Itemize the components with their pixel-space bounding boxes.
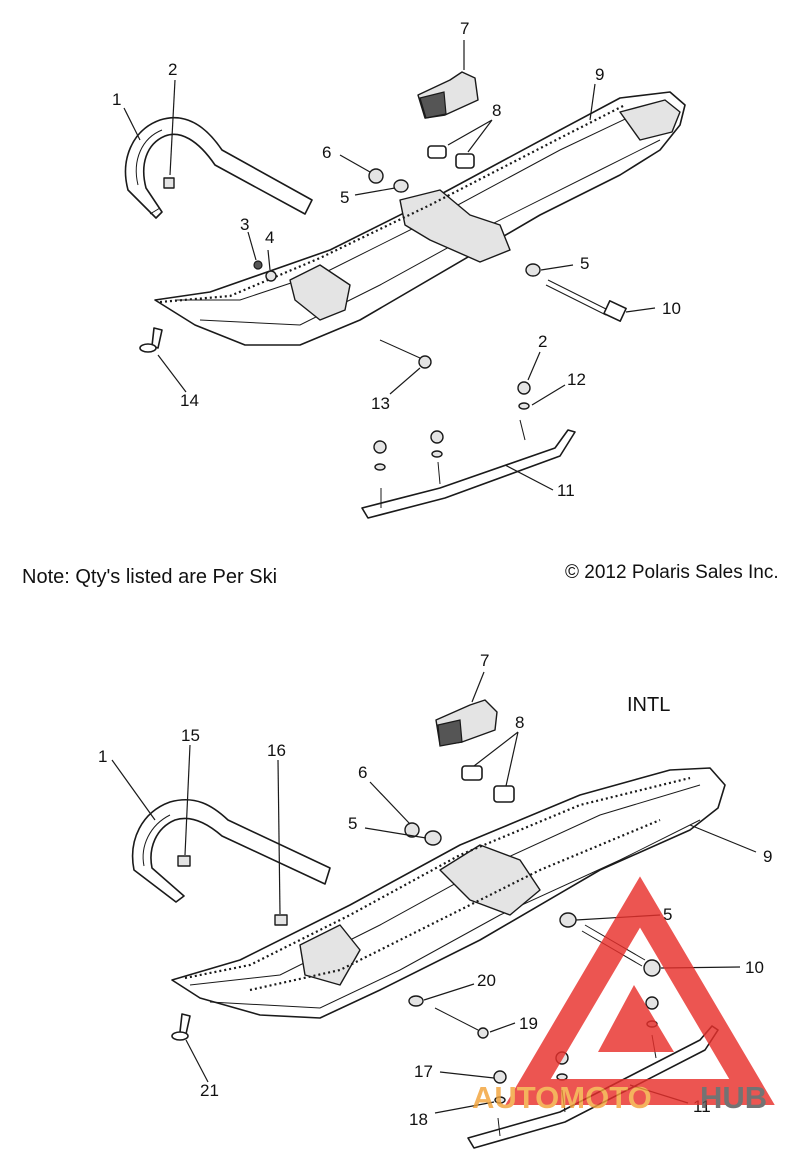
nut-part16-bottom [274, 914, 288, 926]
nut-part2-top [163, 177, 175, 189]
bolt-part19-bottom [434, 1007, 489, 1039]
callout-7-bottom: 7 [480, 651, 489, 670]
watermark-triangle-logo [505, 876, 775, 1105]
callout-10-top: 10 [662, 299, 681, 318]
ski-handle-bottom [131, 798, 331, 903]
callout-10-bottom: 10 [745, 958, 764, 977]
callout-5b-bottom: 5 [663, 905, 672, 924]
callout-5a-bottom: 5 [348, 814, 357, 833]
nut-part6-top [368, 168, 384, 184]
callout-2-top: 2 [168, 60, 177, 79]
nut-part3-top [253, 260, 263, 270]
wear-bar-hardware-top [373, 381, 531, 471]
callout-18-bottom: 18 [409, 1110, 428, 1129]
callout-5b-top: 5 [580, 254, 589, 273]
callout-4-top: 4 [265, 228, 274, 247]
callout-13-top: 13 [371, 394, 390, 413]
quantity-note: Note: Qty's listed are Per Ski [22, 566, 278, 588]
callout-3-top: 3 [240, 215, 249, 234]
callout-1-bottom: 1 [98, 747, 107, 766]
washer-part5b-bottom [559, 912, 577, 928]
callout-12-top: 12 [567, 370, 586, 389]
rivet-part14-top [139, 327, 163, 353]
callout-15-bottom: 15 [181, 726, 200, 745]
region-label-intl: INTL [627, 694, 671, 716]
washer-part5a-bottom [424, 830, 442, 846]
callout-20-bottom: 20 [477, 971, 496, 990]
bolt-part10-top [545, 279, 627, 322]
bottom-exploded-view: 7 15 8 1 16 6 5 9 5 10 20 19 21 17 18 11 [98, 651, 772, 1149]
nut-part15-bottom [177, 855, 191, 867]
callout-8-top: 8 [492, 101, 501, 120]
ski-body-bottom [171, 767, 726, 1019]
callout-14-top: 14 [180, 391, 199, 410]
watermark-hub-text: HUB [700, 1080, 767, 1115]
callout-9-bottom: 9 [763, 847, 772, 866]
spindle-cap-top [417, 71, 479, 119]
washer-part4-top [265, 270, 277, 282]
ski-body-top [154, 91, 686, 346]
callout-6-top: 6 [322, 143, 331, 162]
automotohub-watermark: AUTOMOTO HUB [472, 876, 775, 1115]
callout-9-top: 9 [595, 65, 604, 84]
copyright-notice: © 2012 Polaris Sales Inc. [565, 562, 779, 583]
callout-1-top: 1 [112, 90, 121, 109]
callout-16-bottom: 16 [267, 741, 286, 760]
callout-17-bottom: 17 [414, 1062, 433, 1081]
nut-part6-bottom [404, 822, 420, 838]
washer-part5b-top [525, 263, 541, 277]
callout-6-bottom: 6 [358, 763, 367, 782]
callout-2b-top: 2 [538, 332, 547, 351]
top-exploded-view: 7 2 9 1 8 6 5 3 4 5 10 14 2 12 13 11 [112, 19, 686, 519]
bushings-top [427, 145, 475, 169]
washer-part20-bottom [408, 995, 424, 1007]
callout-11-top: 11 [557, 481, 575, 500]
bushings-bottom [461, 765, 515, 803]
callout-8-bottom: 8 [515, 713, 524, 732]
callout-7-top: 7 [460, 19, 469, 38]
rivet-part21-bottom [171, 1013, 191, 1041]
bolt-part13-top [379, 339, 432, 369]
washer-part5a-top [393, 179, 409, 193]
ski-handle-top [124, 116, 313, 219]
callout-21-bottom: 21 [200, 1081, 219, 1100]
wear-bar-top [361, 419, 576, 519]
watermark-automoto-text: AUTOMOTO [472, 1080, 652, 1115]
callout-5a-top: 5 [340, 188, 349, 207]
callout-19-bottom: 19 [519, 1014, 538, 1033]
spindle-cap-bottom [435, 699, 498, 747]
